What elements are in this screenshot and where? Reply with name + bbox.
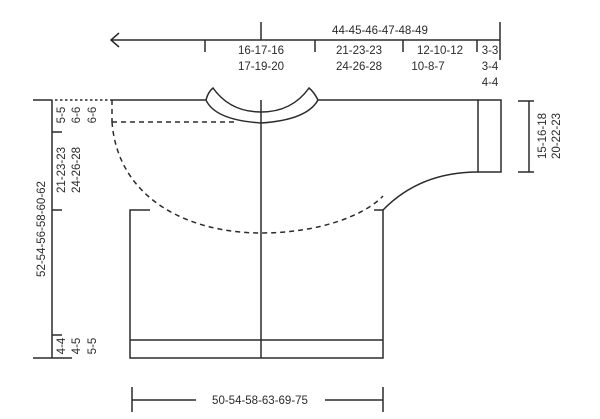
body-outline xyxy=(129,209,384,359)
shoulder-width-label-2: 24-26-28 xyxy=(336,61,382,73)
sleeve-width-label-1: 12-10-12 xyxy=(417,45,463,57)
rib-label-2: 4-5 xyxy=(71,338,83,355)
arrow-left-icon xyxy=(109,32,120,48)
neckline xyxy=(205,86,319,124)
cuff-label-1: 3-3 xyxy=(482,45,499,57)
total-width-label: 44-45-46-47-48-49 xyxy=(332,25,428,37)
length-dimension xyxy=(33,100,72,359)
sleeve-outline xyxy=(382,99,502,211)
sleeve-width-label-2: 10-8-7 xyxy=(411,61,444,73)
yoke-curve-dashed xyxy=(111,121,384,234)
neck-depth-label-1: 5-5 xyxy=(56,107,68,124)
yoke-depth-label-2: 24-26-28 xyxy=(71,147,83,193)
sleeve-width-label-r1: 15-16-18 xyxy=(537,113,549,159)
sleeve-width-label-r2: 20-22-23 xyxy=(551,113,563,159)
neck-depth-label-2: 6-6 xyxy=(71,107,83,124)
total-length-label: 52-54-56-58-60-62 xyxy=(36,181,48,277)
cuff-label-2: 3-4 xyxy=(482,61,499,73)
yoke-depth-label-1: 21-23-23 xyxy=(56,147,68,193)
neck-width-label-2: 17-19-20 xyxy=(238,61,284,73)
neck-depth-label-3: 6-6 xyxy=(87,107,99,124)
sleeve-width-dimension xyxy=(518,100,534,173)
rib-label-1: 4-4 xyxy=(56,337,68,354)
top-dimension-line xyxy=(109,22,501,60)
cuff-label-3: 4-4 xyxy=(482,77,499,89)
body-width-dimension xyxy=(131,387,384,412)
rib-label-3: 5-5 xyxy=(87,338,99,355)
neck-width-label-1: 16-17-16 xyxy=(238,45,284,57)
shoulder-width-label-1: 21-23-23 xyxy=(336,45,382,57)
body-width-label: 50-54-58-63-69-75 xyxy=(212,395,308,407)
